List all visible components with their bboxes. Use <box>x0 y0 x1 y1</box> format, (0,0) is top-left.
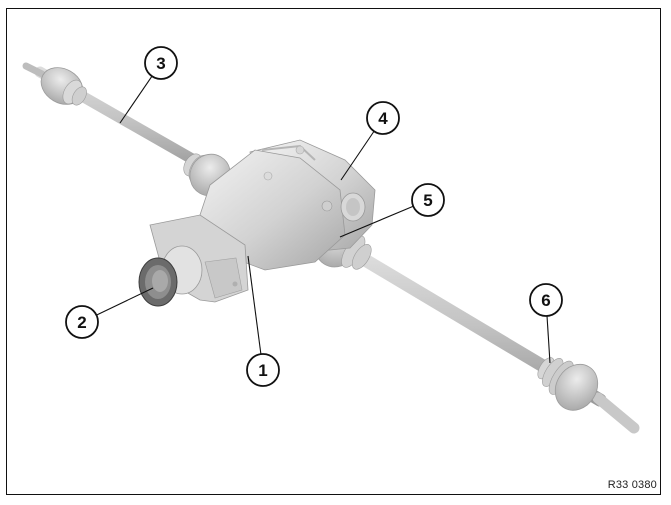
callout-circle <box>411 183 445 217</box>
callout-circle <box>366 101 400 135</box>
callout-leader-line <box>119 75 153 124</box>
callout-layer: 1 2 3 4 5 6 <box>65 46 563 387</box>
callout-number: 3 <box>156 54 165 73</box>
callout-number: 6 <box>541 291 550 310</box>
callout-number: 1 <box>258 361 267 380</box>
left-output-shaft <box>22 62 231 197</box>
final-drive-housing <box>138 139 376 307</box>
callout-2: 2 <box>65 287 154 339</box>
input-flange <box>138 245 203 307</box>
callout-1: 1 <box>246 255 280 387</box>
callout-6: 6 <box>529 283 563 364</box>
callout-3: 3 <box>119 46 178 124</box>
callout-number: 2 <box>77 313 86 332</box>
callout-number: 4 <box>378 109 388 128</box>
callout-5: 5 <box>339 183 445 238</box>
callout-circle <box>144 46 178 80</box>
callout-circle <box>529 283 563 317</box>
callout-leader-line <box>340 130 375 181</box>
callout-leader-line <box>96 287 154 316</box>
callout-4: 4 <box>340 101 400 181</box>
callout-circle <box>65 305 99 339</box>
callout-number: 5 <box>423 191 432 210</box>
callout-leader-line <box>247 255 262 355</box>
figure-reference-code: R33 0380 <box>607 479 657 491</box>
callout-leader-line <box>546 315 551 364</box>
callout-leader-line <box>339 205 414 238</box>
callout-circle <box>246 353 280 387</box>
